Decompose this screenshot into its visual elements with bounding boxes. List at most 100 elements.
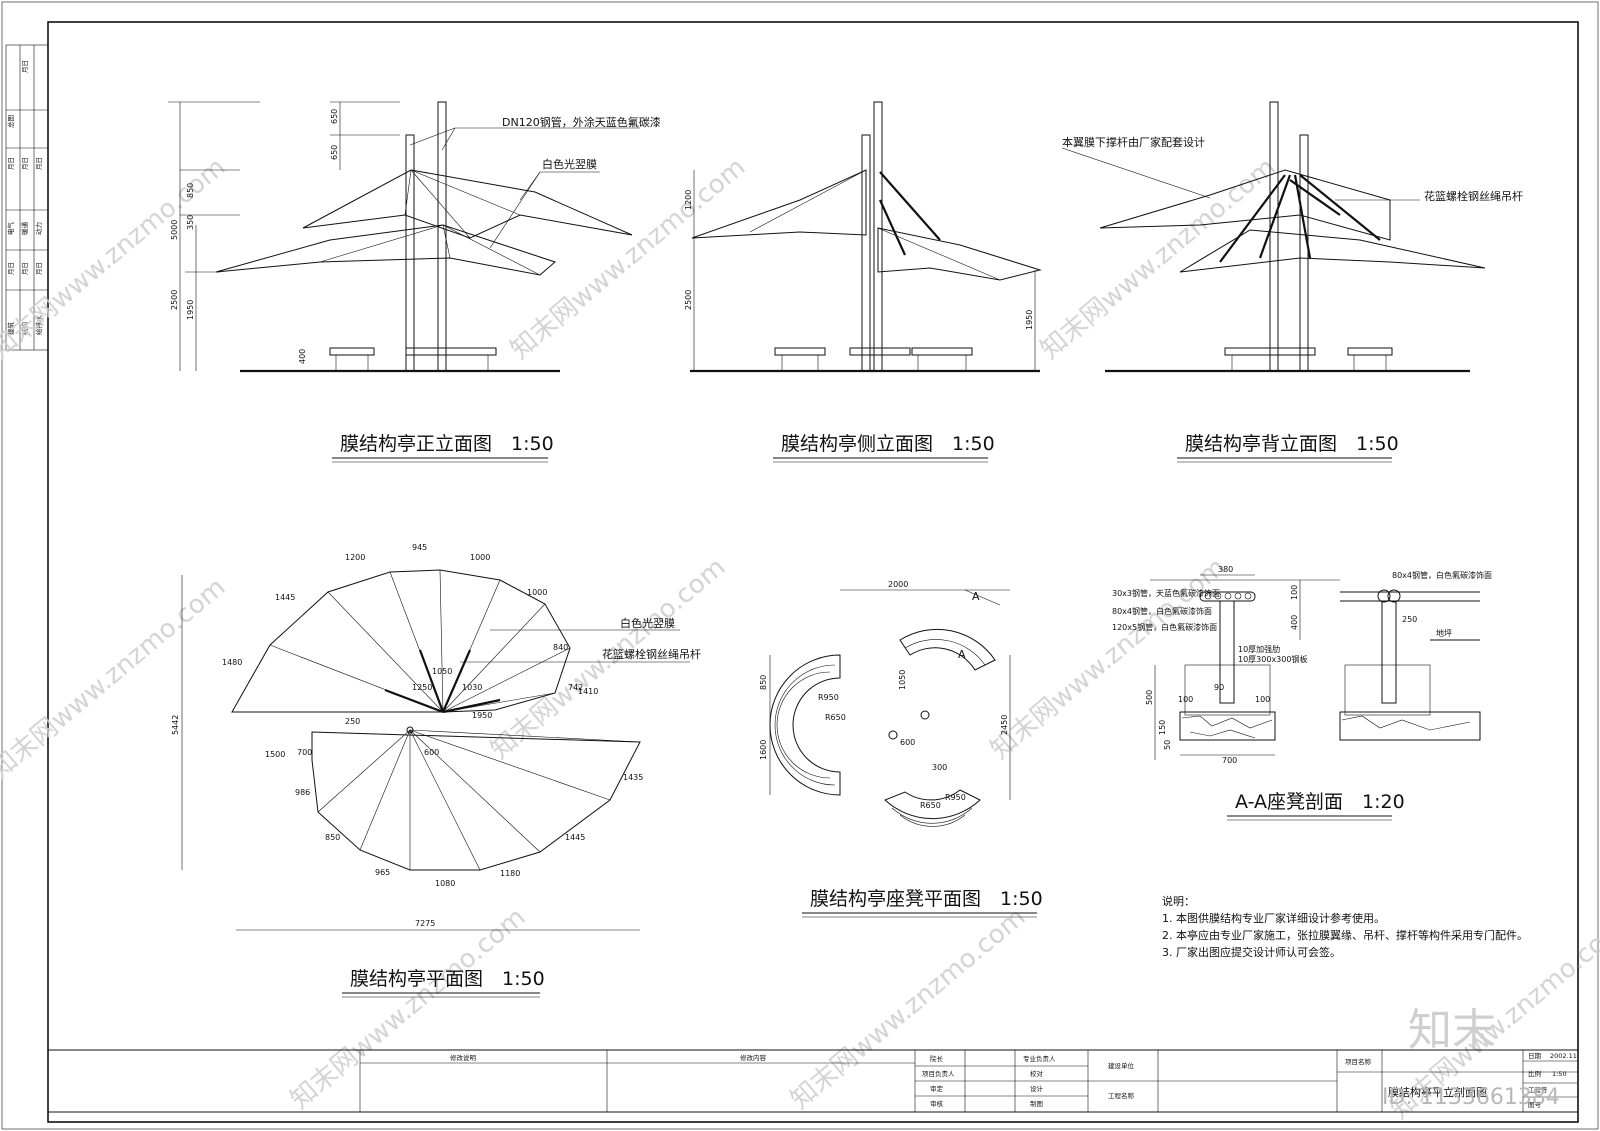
seat-plan: 2000 R950 R650 850 1600 1050 600 2450 30…	[759, 580, 1043, 918]
tb-cell: 专业负责人	[1023, 1054, 1056, 1063]
dim: 700	[297, 748, 312, 757]
dim: 1000	[527, 588, 547, 597]
dim: 250	[345, 717, 360, 726]
tb-rev-note: 修改说明	[450, 1053, 477, 1062]
tb-date-label: 日期	[1528, 1052, 1542, 1060]
strip-date-4: 月日	[35, 157, 43, 170]
sec-label: 30x3钢管，天蓝色氟碳漆饰面	[1112, 588, 1220, 598]
section-title: A-A座凳剖面 1:20	[1235, 791, 1405, 813]
dim: 90	[1214, 683, 1224, 692]
mast	[873, 101, 883, 372]
column	[888, 730, 898, 740]
dim: 945	[412, 543, 427, 552]
dim: 2500	[170, 290, 179, 310]
right-membrane	[877, 227, 1042, 281]
dim: 600	[900, 738, 915, 747]
post	[1381, 600, 1397, 704]
dim: 850	[325, 833, 340, 842]
bench	[774, 347, 826, 356]
bench	[405, 347, 497, 356]
bench	[329, 347, 375, 356]
dim: 300	[932, 763, 947, 772]
dim: 850	[186, 183, 195, 198]
dim: 1435	[623, 773, 643, 782]
dim: 700	[1222, 756, 1237, 765]
footing	[1344, 664, 1431, 716]
dim: 1500	[265, 750, 285, 759]
footing	[1184, 664, 1271, 716]
dim: 840	[553, 643, 568, 652]
tb-date: 2002.11	[1550, 1052, 1577, 1060]
mast	[861, 134, 871, 372]
strip-date-2: 月日	[7, 157, 15, 170]
dim: 1180	[500, 869, 520, 878]
post	[1219, 600, 1235, 704]
watermark-text: 知末网www.znzmo.com	[285, 902, 531, 1115]
dim: 986	[295, 788, 310, 797]
dim: R950	[945, 793, 966, 802]
brand-watermark: 知末 ID: 1133661384	[1382, 1005, 1560, 1110]
dim: 2500	[684, 290, 693, 310]
tb-project: 工程名称	[1108, 1091, 1135, 1100]
tb-client: 建设单位	[1108, 1061, 1135, 1070]
strip-electric: 电气	[6, 222, 15, 236]
dim: 1030	[462, 683, 482, 692]
dim: 100	[1290, 585, 1299, 600]
strip-date-5: 月日	[7, 262, 15, 275]
mast	[405, 134, 415, 372]
strip-date-1: 月日	[21, 60, 29, 73]
watermark-logo: 知末	[1408, 1005, 1496, 1056]
notes-heading: 说明：	[1162, 894, 1195, 908]
dim: 650	[330, 145, 339, 160]
strut-note: 本翼膜下撑杆由厂家配套设计	[1062, 135, 1205, 149]
strip-power: 动力	[34, 222, 43, 235]
plan-membrane-label: 白色光翌膜	[620, 616, 675, 630]
dim: 350	[186, 215, 195, 230]
dim: 1950	[186, 300, 195, 320]
section-a-a: 380 100 400 250 500 100 150 50 90 100 70…	[1112, 565, 1492, 821]
dim: R950	[818, 693, 839, 702]
lower-fan	[311, 731, 641, 871]
sec-label: 地坪	[1436, 628, 1452, 638]
note-item: 1. 本图供膜结构专业厂家详细设计参考使用。	[1162, 911, 1385, 925]
section-mark: A	[958, 648, 966, 661]
dim: 965	[375, 868, 390, 877]
strip-hvac: 暖通	[20, 222, 29, 236]
back-title: 膜结构亭背立面图 1:50	[1185, 433, 1399, 455]
bench	[849, 347, 911, 356]
watermark-text: 知末网www.znzmo.com	[985, 552, 1231, 765]
plan-title: 膜结构亭平面图 1:50	[350, 968, 545, 990]
dim: R650	[920, 801, 941, 810]
bench	[1347, 347, 1393, 356]
dim: 100	[1255, 695, 1270, 704]
column	[920, 710, 930, 720]
tb-rev-content: 修改内容	[740, 1053, 767, 1062]
tb-cell: 审核	[930, 1099, 944, 1108]
dim: 5442	[171, 715, 180, 735]
upper-membrane	[302, 169, 633, 239]
tb-sheet-label: 工程号	[1528, 1085, 1548, 1094]
plan-view: 5442 7275 1200 945 1000 1445 1000 840 14…	[171, 543, 701, 998]
strip-date-3: 月日	[21, 157, 29, 170]
side-strip: 月日 总图 月日 月日 月日 电气 暖通 动力 月日 月日 月日 建筑 结构 给…	[5, 44, 49, 351]
watermark-text: 知末网www.znzmo.com	[785, 902, 1031, 1115]
watermark-layer: 知末网www.znzmo.com 知末网www.znzmo.com 知末网www…	[0, 152, 1600, 1125]
watermark-text: 知末网www.znzmo.com	[505, 152, 751, 365]
base-stone	[1179, 711, 1276, 741]
plan-rod-label: 花篮螺栓钢丝绳吊杆	[602, 647, 701, 661]
title-block: 修改说明 修改内容 院长 专业负责人 项目负责人 校对 审定 设计 审核 制图 …	[47, 1049, 1579, 1113]
strip-date-7: 月日	[35, 262, 43, 275]
bench	[911, 347, 973, 356]
dim: 1050	[898, 670, 907, 690]
mast	[437, 101, 447, 372]
side-elevation: 1200 2500 1950 膜结构亭侧立面图 1:50	[684, 101, 1042, 463]
sec-label: 80x4钢管，白色氟碳漆饰面	[1392, 570, 1492, 580]
tb-cell: 项目负责人	[922, 1069, 955, 1078]
dim: 100	[1178, 695, 1193, 704]
dim: 5000	[170, 220, 179, 240]
mast	[1269, 101, 1279, 372]
watermark-text: 知末网www.znzmo.com	[0, 152, 231, 365]
dim: 1080	[435, 879, 455, 888]
watermark-text: 知末网www.znzmo.com	[1035, 152, 1281, 365]
sec-label: 10厚加强肋	[1238, 644, 1280, 654]
